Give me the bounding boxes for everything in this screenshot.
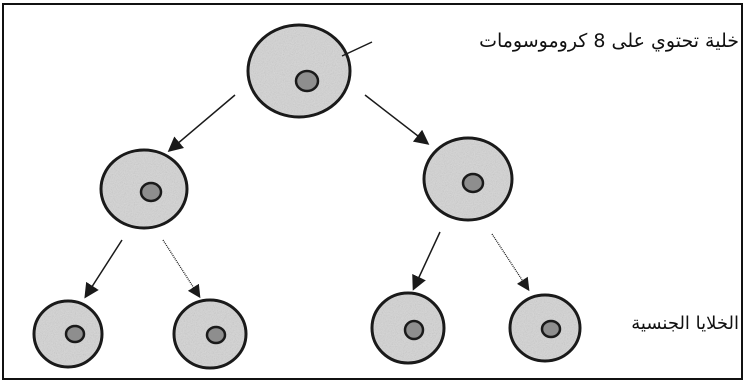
gamete-cell-3 [370,291,446,365]
nucleus [540,319,562,339]
arrow-to-left-daughter [167,94,236,152]
parent-cell [246,23,352,119]
nucleus [205,325,227,345]
daughter-cell-left [99,148,189,230]
nucleus [64,324,86,344]
gametes-label: الخلايا الجنسية [631,313,739,334]
arrow-to-gamete-4 [491,233,530,292]
arrow-to-gamete-1 [84,239,123,299]
parent-cell-label: خلية تحتوي على 8 كروموسومات [479,30,739,52]
label-leader-line [341,41,373,57]
nucleus [294,69,320,93]
cell-texture [250,27,348,115]
nucleus [461,172,485,194]
gamete-cell-4 [508,293,582,363]
gamete-cell-1 [32,299,104,369]
arrow-to-right-daughter [364,94,430,145]
gamete-cell-2 [172,298,248,370]
nucleus [403,319,425,341]
arrow-to-gamete-3 [412,231,441,291]
daughter-cell-right [422,136,514,222]
arrow-to-gamete-2 [162,239,201,299]
nucleus [139,181,163,203]
